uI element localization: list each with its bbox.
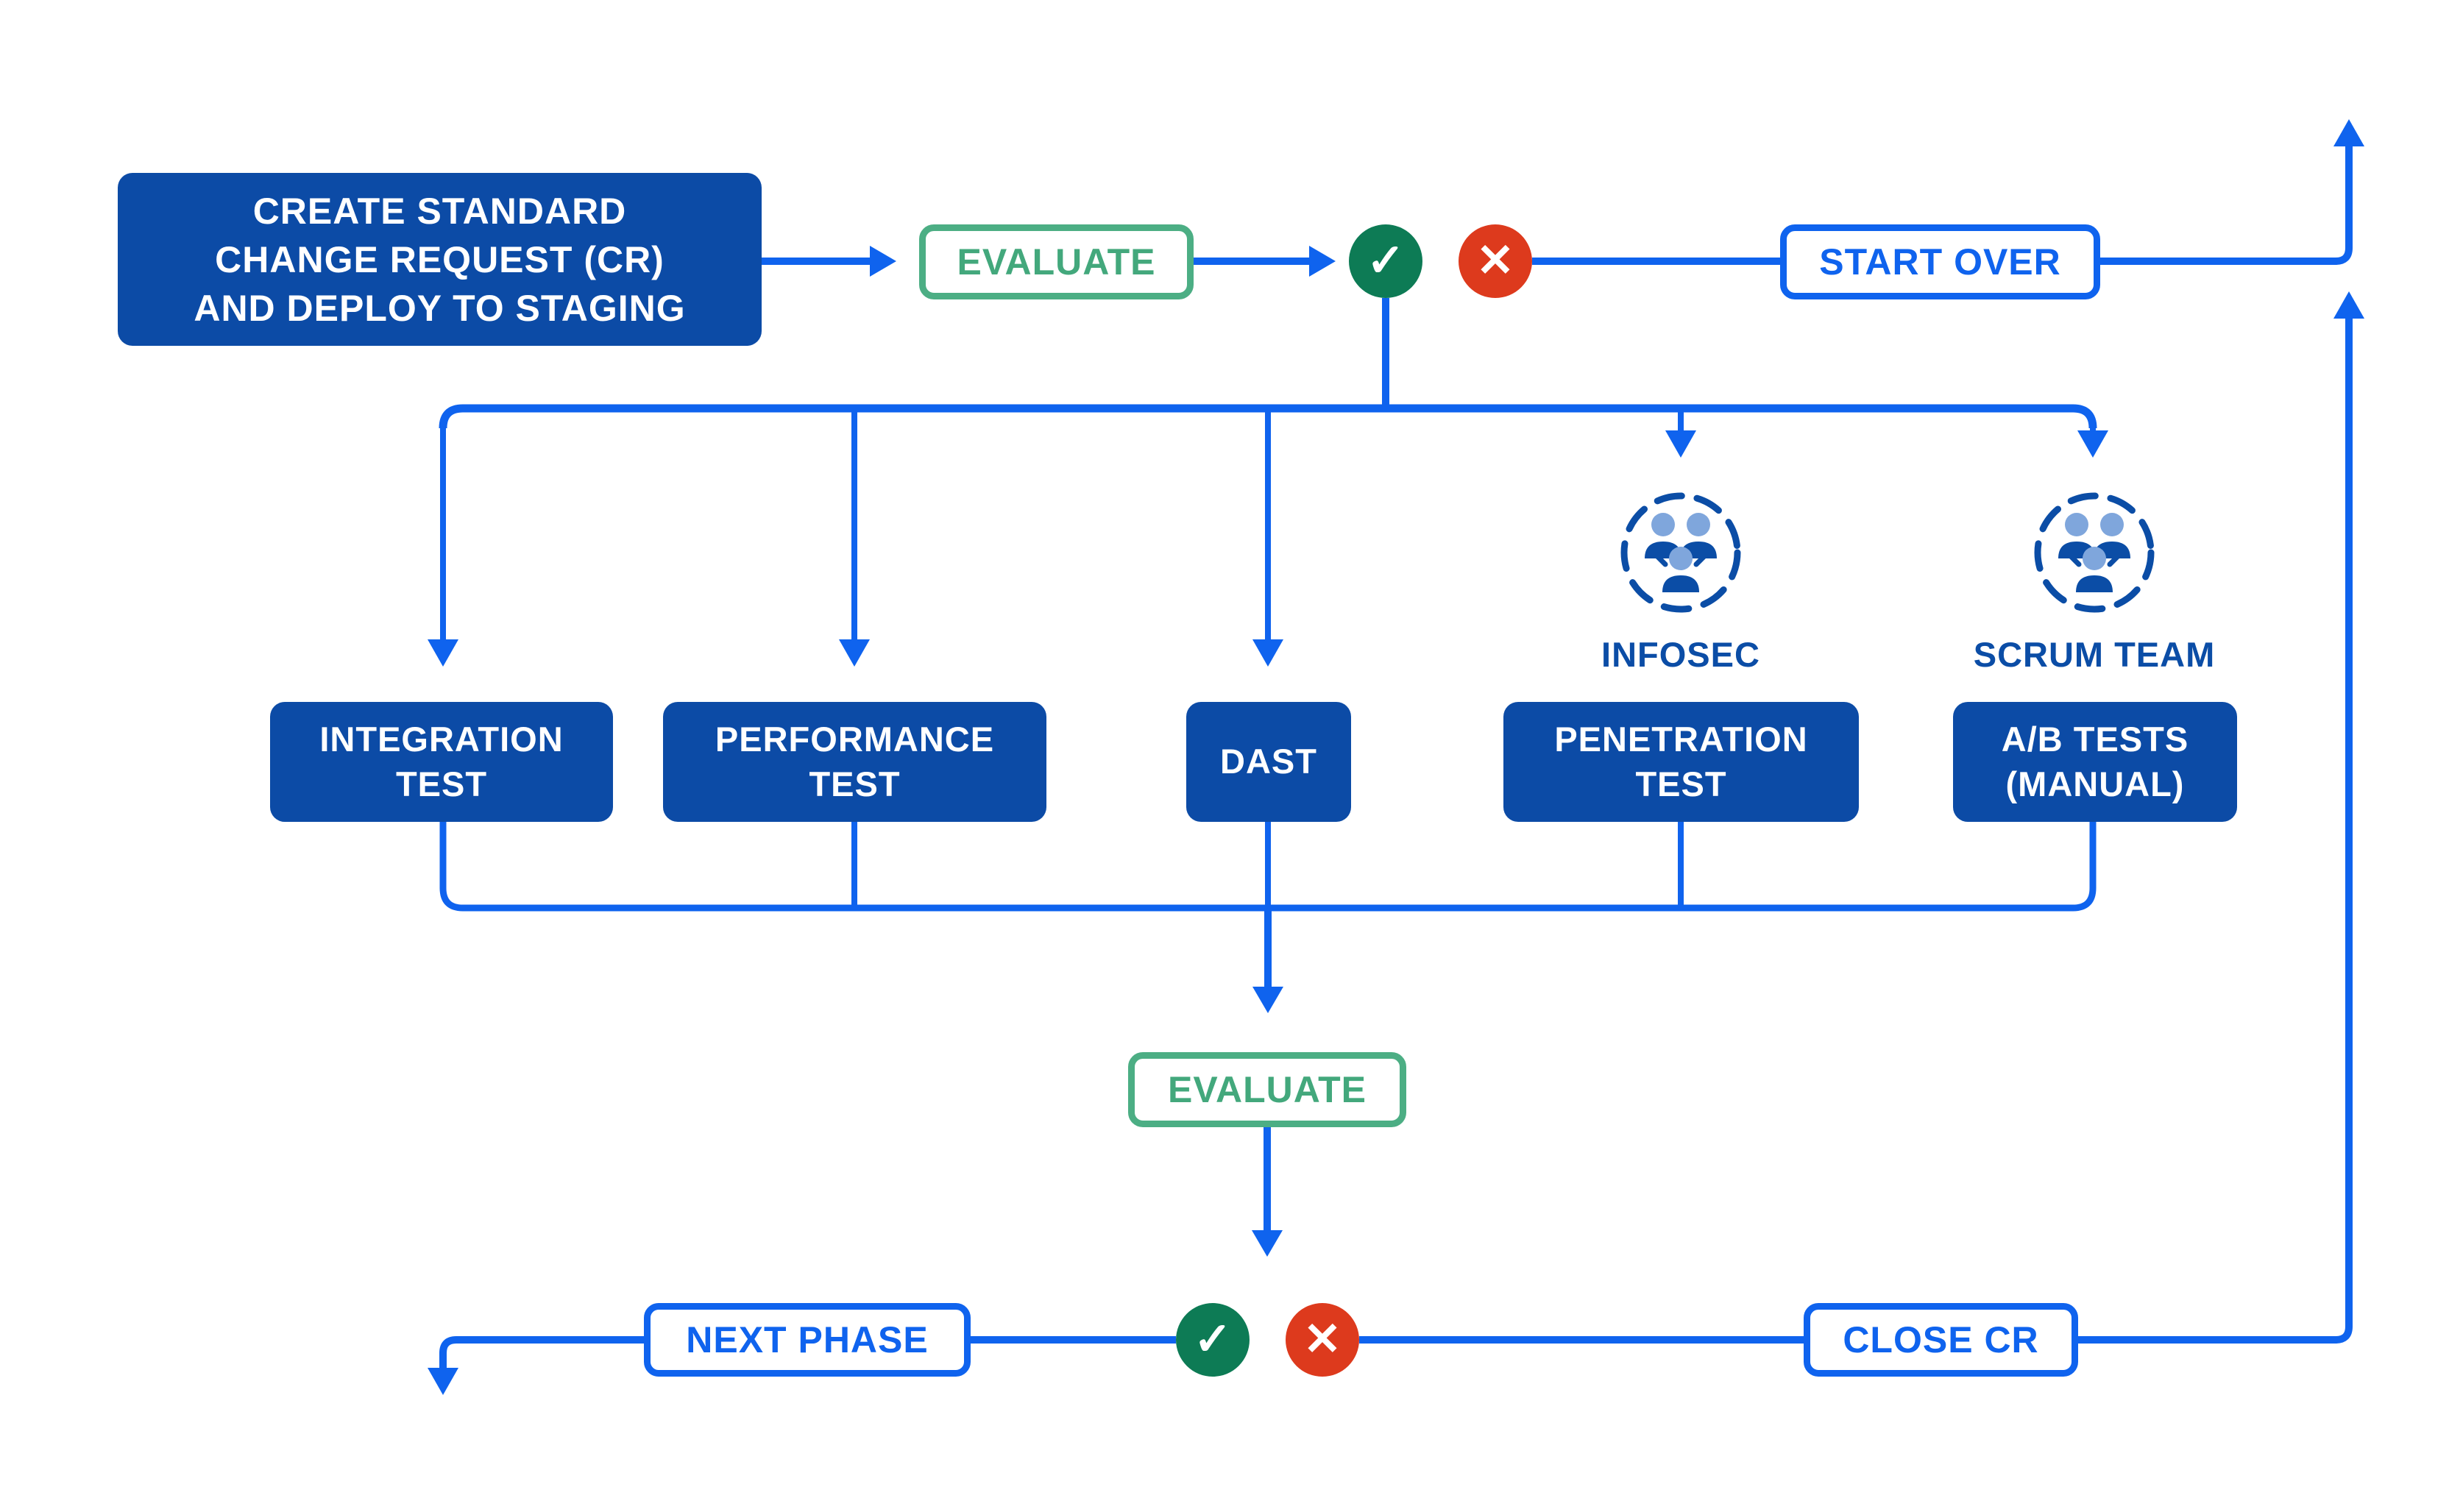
fail-decision-bottom: ✕ bbox=[1286, 1303, 1359, 1377]
ab-tests-box: A/B TESTS (MANUAL) bbox=[1953, 702, 2237, 822]
person-icon bbox=[1680, 513, 1717, 558]
arrowhead-into-evaluate-top bbox=[870, 246, 896, 277]
dast-box: DAST bbox=[1186, 702, 1351, 822]
evaluate-top-label: EVALUATE bbox=[957, 241, 1156, 283]
cross-icon: ✕ bbox=[1303, 1314, 1342, 1365]
start-over-box: START OVER bbox=[1780, 224, 2100, 299]
dashed-circle-icon bbox=[2034, 492, 2155, 613]
next-phase-label: NEXT PHASE bbox=[686, 1319, 929, 1360]
icon-tick-left bbox=[1654, 553, 1668, 567]
ab-tests-label: A/B TESTS (MANUAL) bbox=[2001, 720, 2189, 803]
pass-decision-bottom: ✓ bbox=[1176, 1303, 1250, 1377]
check-icon: ✓ bbox=[1367, 235, 1405, 286]
close-cr-box: CLOSE CR bbox=[1804, 1303, 2078, 1377]
penetration-test-box: PENETRATION TEST bbox=[1503, 702, 1859, 822]
connector-close-cr-return bbox=[2078, 318, 2353, 1344]
fail-decision-top: ✕ bbox=[1459, 224, 1532, 298]
evaluate-bottom-box: EVALUATE bbox=[1128, 1052, 1406, 1127]
connector-next-phase-exit bbox=[439, 1336, 644, 1369]
icon-tick-right bbox=[1693, 553, 1708, 567]
person-icon bbox=[1662, 547, 1699, 592]
icon-tick-left bbox=[2067, 553, 2082, 567]
create-cr-label: CREATE STANDARD CHANGE REQUEST (CR) AND … bbox=[194, 190, 686, 329]
integration-test-box: INTEGRATION TEST bbox=[270, 702, 613, 822]
penetration-test-label: PENETRATION TEST bbox=[1554, 720, 1808, 803]
performance-test-label: PERFORMANCE TEST bbox=[715, 720, 995, 803]
icon-tick-right bbox=[2107, 553, 2122, 567]
connector-start-over-up bbox=[2100, 146, 2353, 265]
arrowhead-into-decision-bottom bbox=[1252, 1230, 1283, 1257]
infosec-label: INFOSEC bbox=[1601, 635, 1760, 674]
arrowhead-scrum bbox=[2077, 430, 2108, 458]
next-phase-box: NEXT PHASE bbox=[644, 1303, 971, 1377]
scrum-team-label: SCRUM TEAM bbox=[1973, 635, 2216, 674]
integration-test-label: INTEGRATION TEST bbox=[319, 720, 564, 803]
start-over-label: START OVER bbox=[1819, 241, 2061, 283]
arrowhead-close-cr-return bbox=[2333, 291, 2364, 319]
cross-icon: ✕ bbox=[1476, 235, 1514, 286]
close-cr-label: CLOSE CR bbox=[1843, 1319, 2039, 1360]
arrowhead-dast bbox=[1252, 639, 1283, 667]
arrowhead-integration bbox=[428, 639, 458, 667]
dast-label: DAST bbox=[1220, 742, 1317, 781]
infosec-team-icon bbox=[1620, 492, 1741, 613]
scrum-team-icon bbox=[2034, 492, 2155, 613]
arrowhead-into-evaluate-bottom bbox=[1252, 987, 1283, 1013]
create-cr-box: CREATE STANDARD CHANGE REQUEST (CR) AND … bbox=[118, 173, 762, 346]
arrowhead-infosec bbox=[1665, 430, 1696, 458]
check-icon: ✓ bbox=[1194, 1314, 1232, 1365]
arrowhead-performance bbox=[839, 639, 870, 667]
arrowhead-start-over-up bbox=[2333, 119, 2364, 146]
evaluate-bottom-label: EVALUATE bbox=[1167, 1069, 1367, 1110]
arrowhead-next-phase-exit bbox=[428, 1368, 458, 1395]
performance-test-box: PERFORMANCE TEST bbox=[663, 702, 1046, 822]
arrowhead-into-decision-top bbox=[1309, 246, 1336, 277]
dashed-circle-icon bbox=[1620, 492, 1741, 613]
evaluate-top-box: EVALUATE bbox=[919, 224, 1194, 299]
pass-decision-top: ✓ bbox=[1349, 224, 1422, 298]
person-icon bbox=[2076, 547, 2113, 592]
